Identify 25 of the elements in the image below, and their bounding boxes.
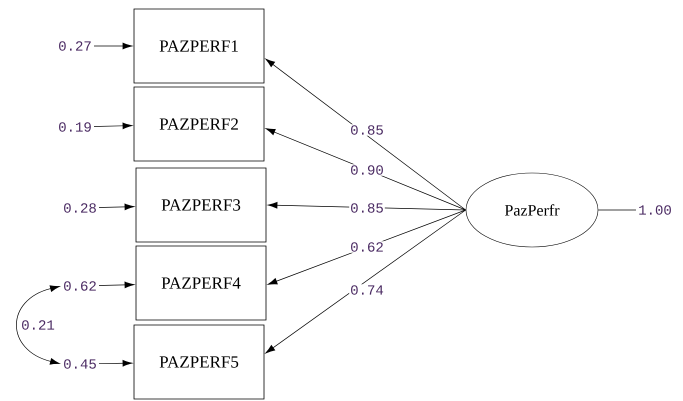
value-text: 0.62	[64, 281, 96, 291]
value-text: 0.19	[59, 122, 91, 132]
variable-box: PAZPERF3	[136, 168, 266, 242]
variable-box: PAZPERF2	[134, 86, 264, 162]
value-text: 0.28	[64, 203, 96, 213]
edge-label: 0.74	[349, 284, 385, 296]
arrow	[16, 285, 60, 365]
edge-label: 0.85	[349, 202, 385, 214]
edge-label: 0.85	[349, 124, 385, 136]
value-text: 0.45	[64, 359, 96, 369]
value-text: 0.27	[59, 41, 91, 51]
edge-label: 0.62	[349, 241, 385, 253]
variable-box: PAZPERF1	[134, 8, 264, 84]
edge-label: 0.21	[20, 319, 56, 331]
arrow	[98, 282, 134, 288]
value-text: 1.00	[639, 205, 671, 215]
arrow	[265, 210, 466, 354]
arrow	[94, 42, 132, 50]
arrow	[265, 58, 466, 210]
variable-box: PAZPERF4	[136, 246, 266, 320]
edge-label: 0.90	[349, 164, 385, 176]
arrow	[98, 204, 134, 210]
variable-box: PAZPERF5	[134, 324, 264, 400]
arrow	[98, 360, 132, 367]
arrow	[94, 122, 132, 130]
